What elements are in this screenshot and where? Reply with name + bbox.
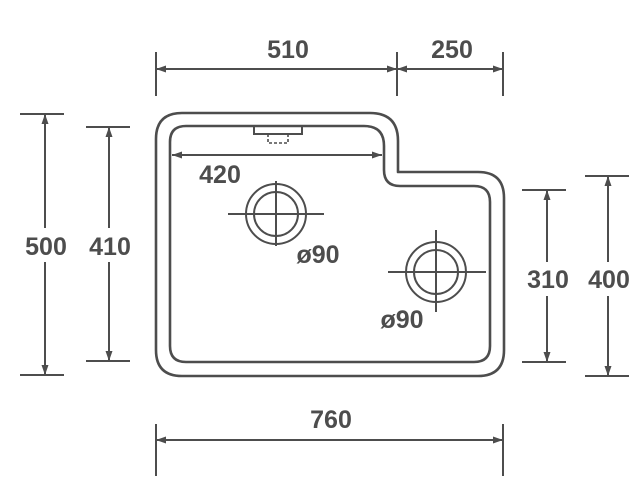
sink-inner-bowl [168,124,492,364]
dim-label-510: 510 [267,36,309,64]
waste-hole-left [228,181,324,246]
hole-right-diameter-label: ø90 [380,306,423,334]
dim-bottom [155,424,504,476]
dim-label-410: 410 [89,233,131,261]
sink-outline [154,111,506,378]
dim-label-760: 760 [310,406,352,434]
overflow-hidden-outline [267,134,289,144]
dim-top [155,52,504,96]
overflow-slot [253,127,303,135]
dim-label-420: 420 [199,161,241,189]
dim-label-500: 500 [25,233,67,261]
dim-label-310: 310 [527,266,569,294]
dim-label-400: 400 [588,266,630,294]
dim-label-250: 250 [431,36,473,64]
waste-hole-right [388,230,486,312]
sink-outer-rim [154,111,506,378]
hole-left-diameter-label: ø90 [296,241,339,269]
